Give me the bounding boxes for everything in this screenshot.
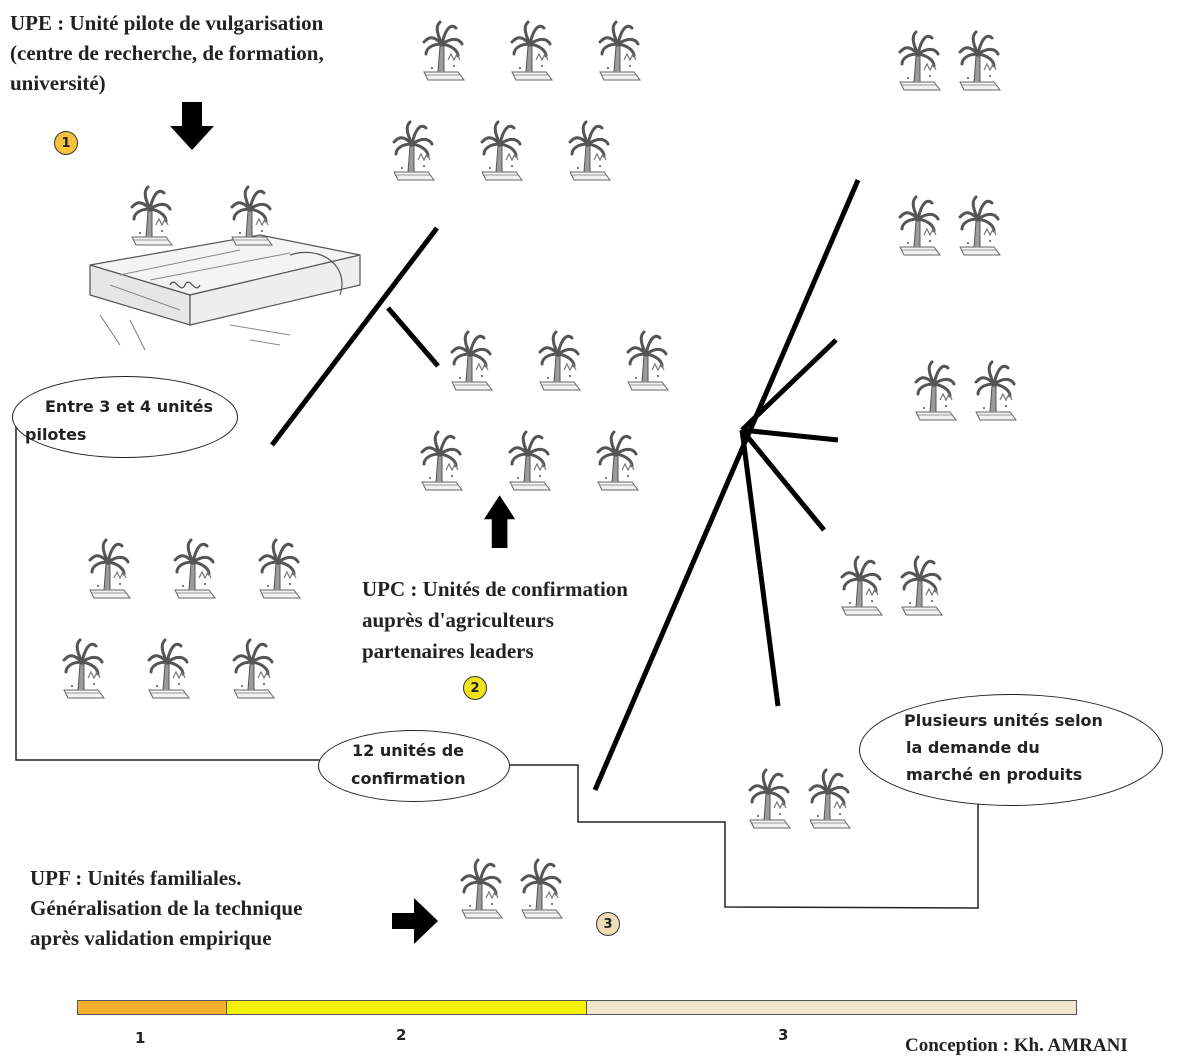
oval-confirm-line-1: 12 unités de [352,741,464,760]
upc-description: UPC : Unités de confirmation auprès d'ag… [362,574,682,667]
palm-unit-right-2 [898,195,1002,257]
upf-line-2: Généralisation de la technique [30,896,303,920]
upe-description: UPE : Unité pilote de vulgarisation (cen… [10,8,410,98]
palm-unit-right-3 [914,360,1018,422]
palm-unit-group-middle [420,330,670,492]
upf-line-1: UPF : Unités familiales. [30,866,242,890]
upe-line-2: (centre de recherche, de formation, [10,41,324,65]
branch-line [270,226,439,447]
upc-line-1: UPC : Unités de confirmation [362,577,628,601]
branch-line [740,338,838,432]
palm-unit-bottom [460,858,564,920]
oval-pilot-line-1: Entre 3 et 4 unités [45,397,214,416]
upe-line-1: UPE : Unité pilote de vulgarisation [10,11,324,35]
oval-market-line-3: marché en produits [906,765,1083,784]
palm-unit-right-5 [748,768,852,830]
oval-pilot-line-2: pilotes [25,425,87,444]
pilot-unit-sketch [89,185,361,351]
palm-unit-group-left [62,538,302,700]
right-arrow-icon [392,898,438,944]
stage-badge-1: 1 [54,131,78,155]
timeline-segment-1 [77,1000,227,1015]
stage-badge-2: 2 [463,676,487,700]
connector-line [508,764,979,909]
branch-line [741,427,839,443]
oval-market-units: Plusieurs unités selon la demande du mar… [859,694,1163,806]
timeline-label-3: 3 [778,1026,789,1044]
oval-market-line-1: Plusieurs unités selon [904,711,1103,730]
upf-description: UPF : Unités familiales. Généralisation … [30,863,390,953]
branch-line [740,428,826,532]
palm-unit-group-top [392,20,642,182]
up-arrow-icon [484,495,516,548]
credit-text: Conception : Kh. AMRANI [905,1035,1128,1056]
branch-line [592,179,861,791]
upe-line-3: université) [10,71,106,95]
upc-line-3: partenaires leaders [362,639,534,663]
palm-unit-right-4 [840,555,944,617]
timeline-segment-3 [586,1000,1077,1015]
palm-unit-right-1 [898,30,1002,92]
upc-line-2: auprès d'agriculteurs [362,608,554,632]
timeline-label-2: 2 [396,1026,407,1044]
stage-badge-3: 3 [596,912,620,936]
oval-market-line-2: la demande du [906,738,1040,757]
oval-confirm-line-2: confirmation [351,769,466,788]
oval-confirmation-units: 12 unités de confirmation [318,730,510,802]
down-arrow-icon [170,102,214,150]
timeline-label-1: 1 [135,1029,146,1047]
branch-line [386,306,440,368]
timeline-segment-2 [226,1000,587,1015]
upf-line-3: après validation empirique [30,926,272,950]
branch-line [739,429,781,707]
oval-pilot-units: Entre 3 et 4 unités pilotes [12,376,238,458]
